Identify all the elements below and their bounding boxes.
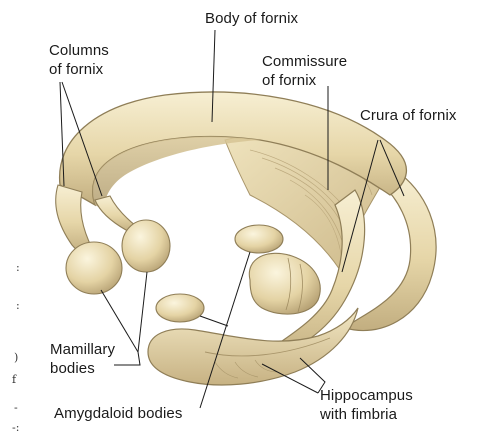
mamillary-body-left [66,242,122,294]
leader-mamillary-hook [114,352,140,365]
label-amygdaloid-bodies: Amygdaloid bodies [54,404,182,423]
label-hippocampus-with-fimbria: Hippocampus with fimbria [320,386,413,424]
edge-mark-3: ) [14,352,18,363]
label-crura-of-fornix: Crura of fornix [360,106,457,125]
leader-amygdaloid-bodies-b [200,316,228,326]
label-amygdaloid-bodies-text: Amygdaloid bodies [54,404,182,423]
label-mamillary-bodies: Mamillary bodies [50,340,115,378]
label-columns-of-fornix-line2: of fornix [49,60,109,79]
amygdaloid-body-lower [156,294,204,322]
label-commissure-of-fornix: Commissure of fornix [262,52,347,90]
label-columns-of-fornix: Columns of fornix [49,41,109,79]
label-commissure-of-fornix-line2: of fornix [262,71,347,90]
leader-mamillary-bodies-b [138,272,147,352]
label-body-of-fornix: Body of fornix [205,9,298,28]
label-commissure-of-fornix-line1: Commissure [262,52,347,71]
label-hippocampus-with-fimbria-line2: with fimbria [320,405,413,424]
edge-mark-1: : [16,262,20,273]
hippocampus-head-right [249,253,320,314]
edge-mark-6: -: [12,422,19,433]
edge-mark-5: - [14,402,18,413]
edge-mark-2: : [16,300,20,311]
label-hippocampus-with-fimbria-line1: Hippocampus [320,386,413,405]
label-mamillary-bodies-line1: Mamillary [50,340,115,359]
label-mamillary-bodies-line2: bodies [50,359,115,378]
label-crura-of-fornix-text: Crura of fornix [360,106,457,125]
label-body-of-fornix-text: Body of fornix [205,9,298,28]
mamillary-body-right [122,220,170,272]
amygdaloid-body-upper [235,225,283,253]
label-columns-of-fornix-line1: Columns [49,41,109,60]
edge-mark-4: f [12,374,16,385]
